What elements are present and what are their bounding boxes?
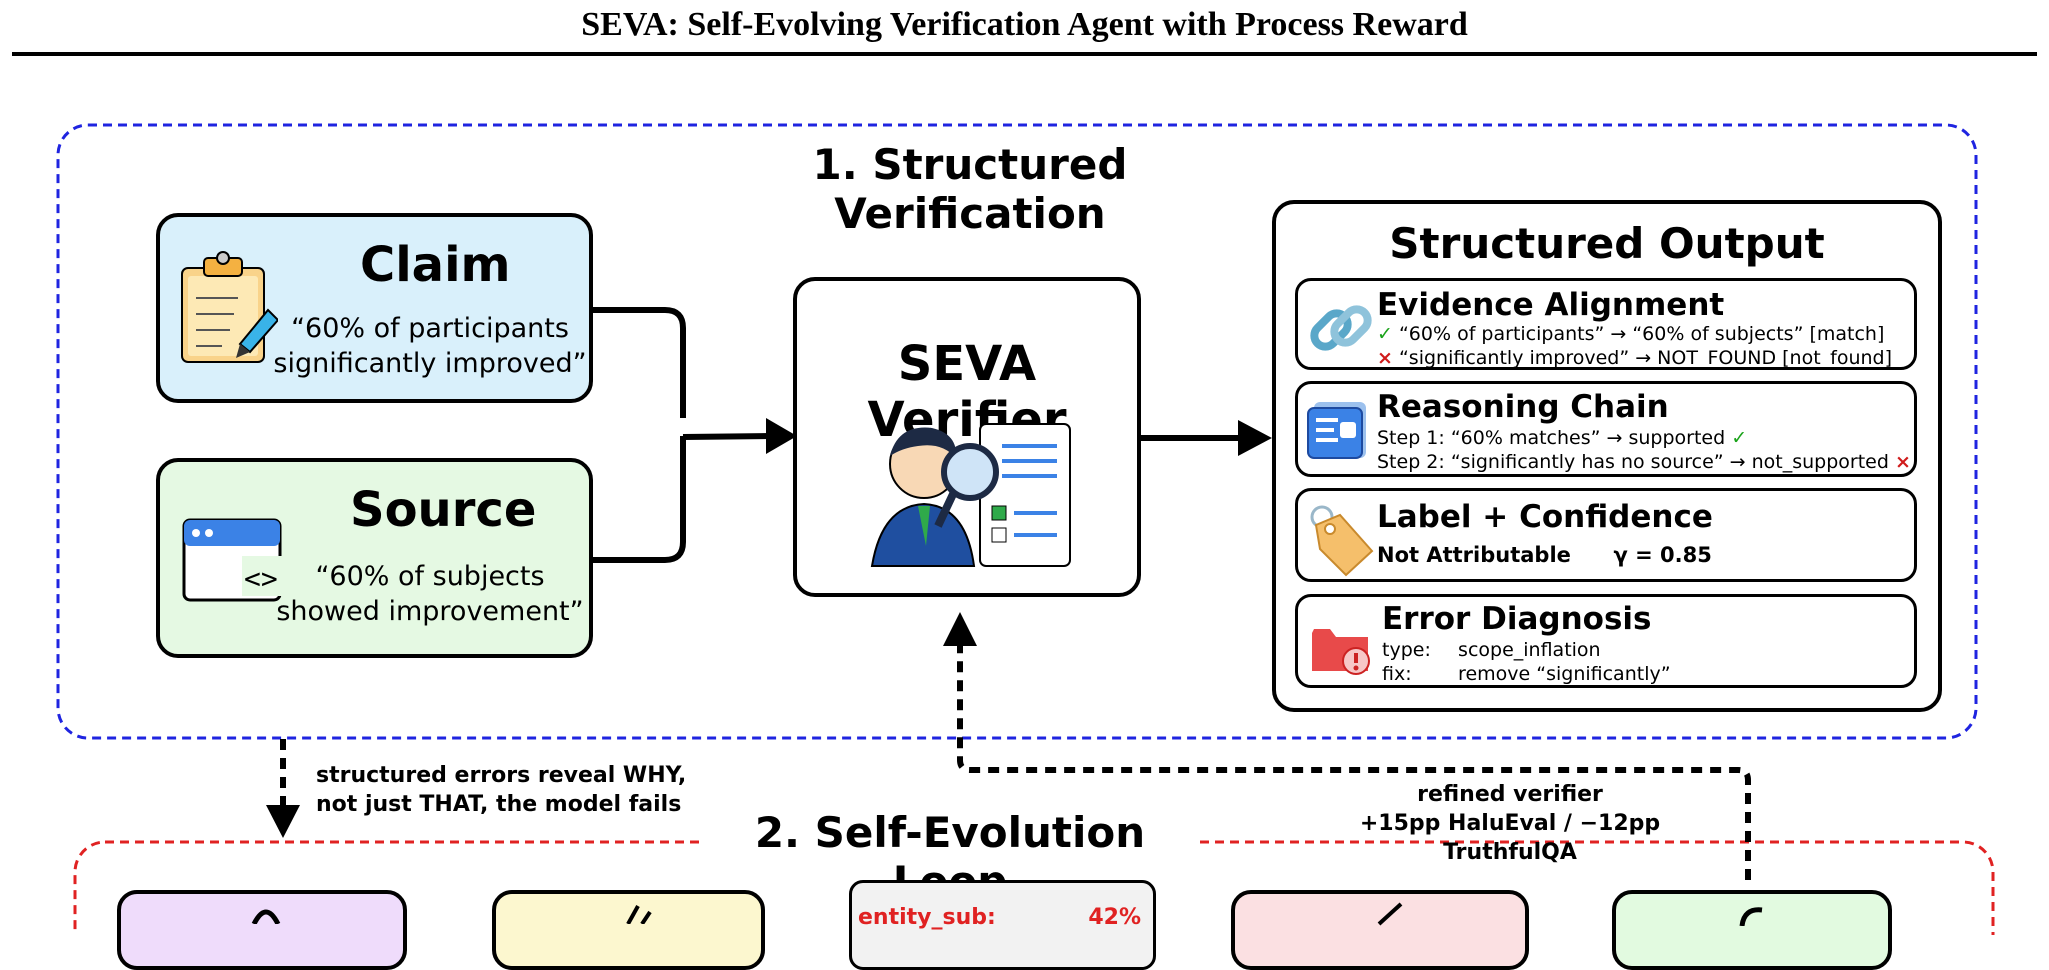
source-box: <> Source “60% of subjects showed improv…: [156, 458, 593, 658]
svg-text:<>: <>: [244, 562, 278, 595]
label-line: Not Attributable γ = 0.85: [1377, 543, 1712, 567]
evolution-box-2: [492, 890, 765, 970]
folder-alert-icon: [1310, 623, 1374, 681]
error-fix-line: fix: remove “significantly”: [1382, 663, 1671, 685]
note-left-line1: structured errors reveal WHY,: [316, 763, 687, 788]
verifier-box: SEVA Verifier: [793, 277, 1141, 597]
evidence-line1: ✓ “60% of participants” → “60% of subjec…: [1377, 323, 1884, 345]
label-confidence-card: Label + Confidence Not Attributable γ = …: [1295, 488, 1917, 582]
stat-label: entity_sub:: [858, 905, 996, 930]
down-arrowhead: [266, 805, 300, 838]
up-arrowhead: [943, 612, 977, 646]
evidence-line1-text: “60% of participants” → “60% of subjects…: [1398, 323, 1885, 345]
confidence-value: γ = 0.85: [1613, 543, 1712, 567]
note-right-line2: +15pp HaluEval / −12pp TruthfulQA: [1359, 811, 1661, 865]
output-arrowhead: [1238, 420, 1272, 456]
section1-title: 1. Structured Verification: [690, 140, 1250, 238]
claim-box: Claim “60% of participants significantly…: [156, 213, 593, 403]
claim-connector: [592, 307, 686, 418]
check-icon: [1377, 902, 1403, 926]
diagram-connectors: [56, 123, 1995, 935]
evidence-title: Evidence Alignment: [1377, 287, 1725, 323]
claim-quote-line2: significantly improved”: [273, 348, 587, 379]
feedback-dashed-line: [957, 646, 1751, 880]
code-bracket-icon: [626, 905, 652, 924]
error-stats-box: entity_sub: 42%: [849, 880, 1156, 970]
error-fix-key: fix:: [1382, 663, 1412, 685]
evidence-alignment-card: Evidence Alignment ✓ “60% of participant…: [1295, 278, 1917, 370]
label-value: Not Attributable: [1377, 543, 1571, 567]
merge-arrow-line: [682, 433, 771, 440]
clipboard-pencil-icon: [178, 250, 280, 369]
reasoning-step2: Step 2: “significantly has no source” → …: [1377, 451, 1911, 473]
reasoning-step2-text: Step 2: “significantly has no source” → …: [1377, 451, 1889, 473]
note-left-line2: not just THAT, the model fails: [316, 792, 682, 817]
cross-mark-icon: ×: [1894, 451, 1911, 473]
browser-code-icon: <>: [182, 518, 292, 612]
claim-quote-line1: “60% of participants: [291, 313, 569, 344]
label-title: Label + Confidence: [1377, 499, 1713, 535]
cap-icon: [251, 909, 281, 924]
source-quote-line1: “60% of subjects: [315, 561, 545, 592]
note-right-line1: refined verifier: [1417, 782, 1603, 807]
error-fix-value: remove “significantly”: [1458, 663, 1671, 685]
evolution-box-1: [117, 890, 407, 970]
source-quote-line2: showed improvement”: [276, 596, 584, 627]
output-heading: Structured Output: [1389, 219, 1825, 268]
error-title: Error Diagnosis: [1382, 601, 1652, 637]
cross-mark-icon: ×: [1377, 347, 1393, 369]
title-rule: [12, 52, 2037, 56]
section1-border: [56, 123, 1978, 740]
check-mark-icon: ✓: [1731, 427, 1748, 449]
merge-arrowhead: [766, 418, 797, 454]
source-heading: Source: [350, 482, 537, 538]
check-mark-icon: ✓: [1377, 323, 1393, 345]
refresh-icon: [1739, 907, 1763, 926]
chain-link-icon: [1306, 293, 1376, 367]
section2-border: [73, 840, 1995, 935]
reasoning-chain-card: Reasoning Chain Step 1: “60% matches” → …: [1295, 381, 1917, 477]
page-title: SEVA: Self-Evolving Verification Agent w…: [581, 6, 1468, 43]
error-diagnosis-card: Error Diagnosis type: scope_inflation fi…: [1295, 594, 1917, 688]
price-tag-icon: [1306, 503, 1376, 581]
reasoning-title: Reasoning Chain: [1377, 389, 1669, 425]
error-type-key: type:: [1382, 639, 1431, 661]
source-connector: [592, 436, 686, 563]
evolution-box-4: [1231, 890, 1529, 970]
evidence-line2: × “significantly improved” → NOT_FOUND […: [1377, 347, 1892, 369]
reasoning-step1-text: Step 1: “60% matches” → supported: [1377, 427, 1726, 449]
evolution-box-5: [1612, 890, 1892, 970]
reasoning-step1: Step 1: “60% matches” → supported ✓: [1377, 427, 1747, 449]
stat-value: 42%: [1088, 905, 1141, 930]
inspector-magnifier-icon: [862, 406, 1082, 580]
error-type-line: type: scope_inflation: [1382, 639, 1601, 661]
error-type-value: scope_inflation: [1458, 639, 1601, 661]
id-card-icon: [1306, 398, 1370, 466]
claim-heading: Claim: [360, 237, 511, 293]
evidence-line2-text: “significantly improved” → NOT_FOUND [no…: [1398, 347, 1893, 369]
